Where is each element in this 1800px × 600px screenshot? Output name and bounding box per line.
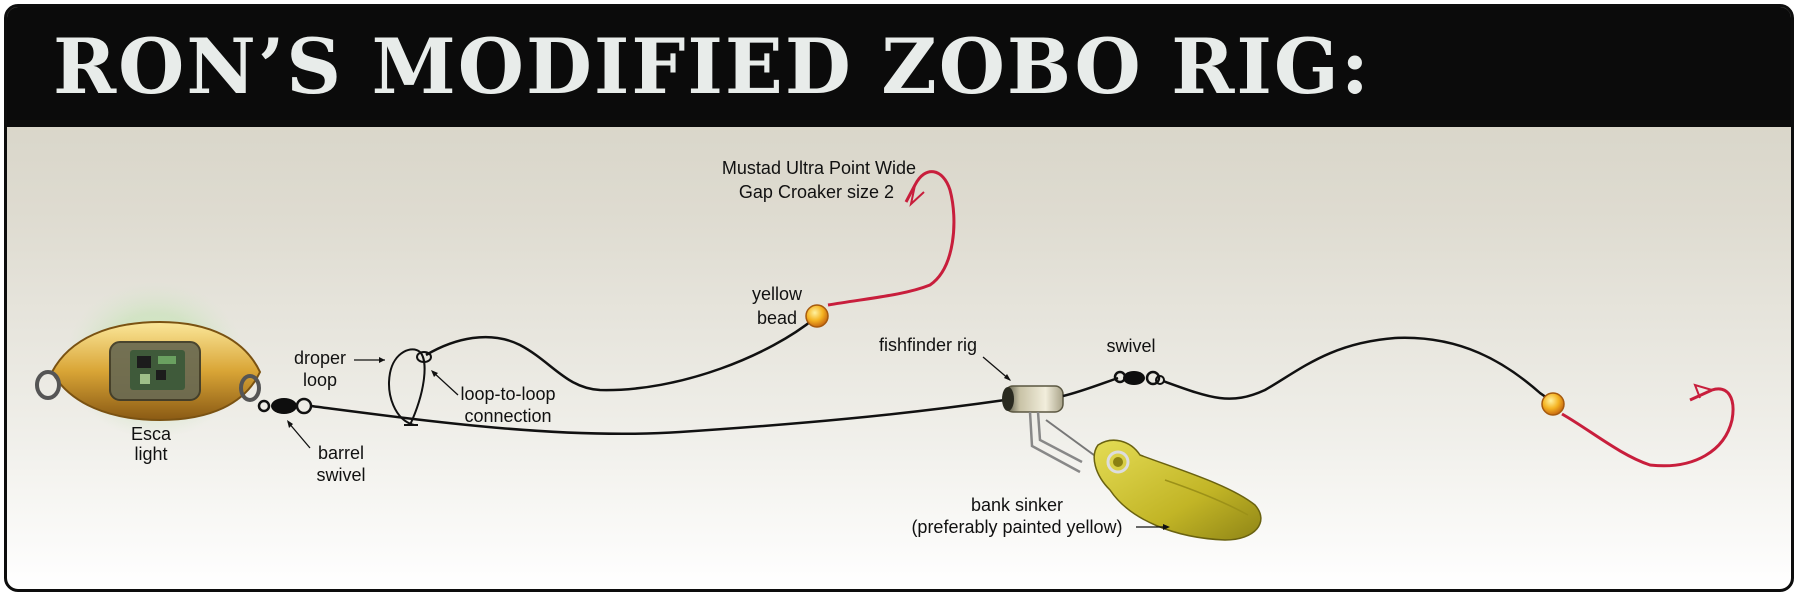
- esca-label-line1: Esca: [131, 424, 172, 444]
- bank-sinker-label-line2: (preferably painted yellow): [911, 517, 1122, 537]
- barrel-swivel: [257, 397, 313, 415]
- fishfinder-rig: [1002, 385, 1099, 474]
- yellow-bead-label-line2: bead: [757, 308, 797, 328]
- loop-conn-label-line1: loop-to-loop: [460, 384, 555, 404]
- bank-sinker-label-line1: bank sinker: [971, 495, 1063, 515]
- yellow-bead-label-line1: yellow: [752, 284, 803, 304]
- fishfinder-label: fishfinder rig: [879, 335, 977, 355]
- barrel-swivel-label-line1: barrel: [318, 443, 364, 463]
- droper-loop-label-line1: droper: [294, 348, 346, 368]
- bank-sinker: [1093, 439, 1262, 541]
- swivel-label: swivel: [1106, 336, 1155, 356]
- barrel-swivel-pointer: [287, 421, 311, 449]
- hook-top-label-line1: Mustad Ultra Point Wide: [722, 158, 916, 178]
- top-hook: [827, 170, 956, 307]
- loop-to-loop-knot: [416, 351, 432, 363]
- main-line: [310, 398, 1006, 436]
- hook-top-label-line2: Gap Croaker size 2: [739, 182, 894, 202]
- bottom-hook: [1561, 387, 1735, 468]
- esca-light: [35, 320, 262, 422]
- top-leader: [425, 317, 816, 392]
- swivel: [1113, 370, 1165, 386]
- droper-loop: [388, 348, 426, 426]
- bottom-leader: [1162, 336, 1551, 402]
- loop-conn-label-line2: connection: [464, 406, 551, 426]
- page-title: RON’S MODIFIED ZOBO RIG:: [53, 22, 1371, 111]
- title-bar: RON’S MODIFIED ZOBO RIG:: [7, 7, 1791, 127]
- loop-conn-pointer: [432, 371, 459, 396]
- barrel-swivel-label-line2: swivel: [316, 465, 365, 485]
- yellow-bead-top: [805, 304, 829, 328]
- diagram-frame: RON’S MODIFIED ZOBO RIG:: [4, 4, 1794, 592]
- yellow-bead-bottom: [1541, 392, 1565, 416]
- droper-loop-label-line2: loop: [303, 370, 337, 390]
- esca-label-line2: light: [134, 444, 167, 464]
